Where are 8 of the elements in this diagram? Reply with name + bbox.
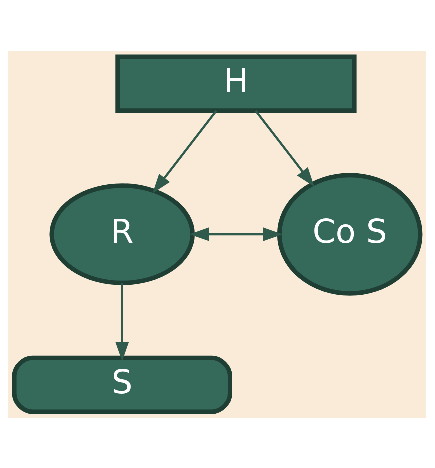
node-box: H — [116, 54, 357, 113]
arrow — [116, 283, 130, 361]
arrow — [152, 110, 218, 194]
node-ellipse: R — [50, 183, 196, 285]
node-ellipse: Co S — [277, 172, 423, 296]
arrow — [190, 227, 283, 241]
node-box: S — [12, 355, 232, 414]
arrow — [255, 110, 315, 187]
